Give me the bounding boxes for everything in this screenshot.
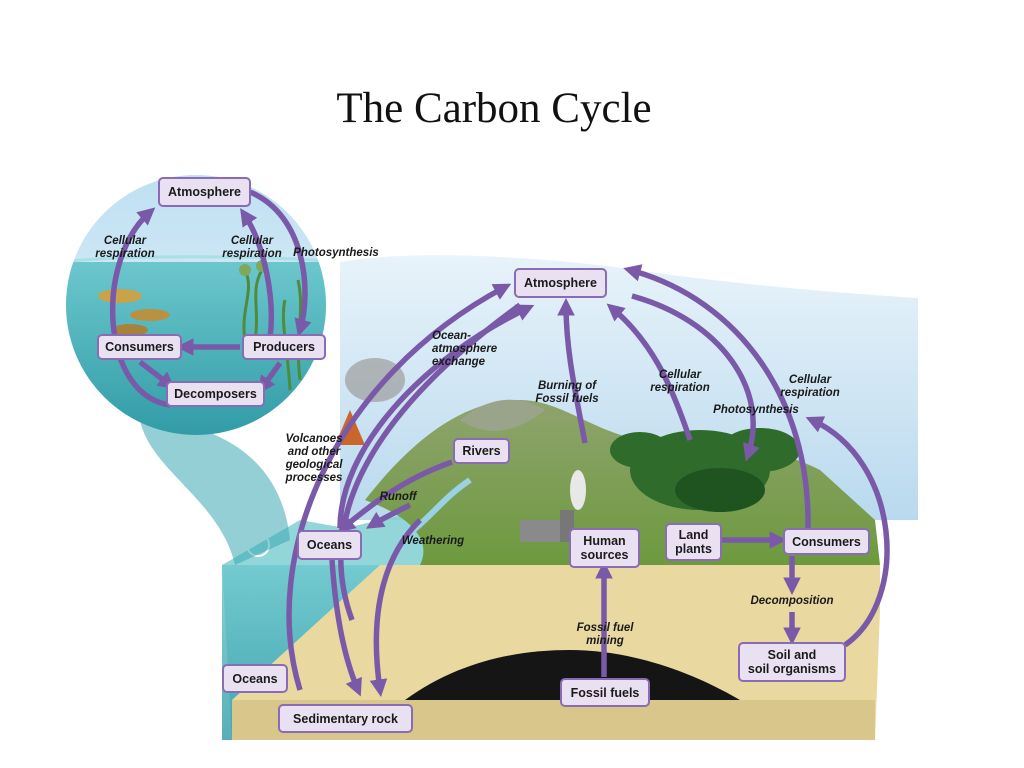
fossil-fuels-node: Fossil fuels	[560, 678, 650, 707]
arrow-atm-oceans	[337, 302, 522, 621]
inset-arrows	[109, 189, 312, 408]
inset-consumers-node: Consumers	[97, 334, 182, 360]
atmosphere-node: Atmosphere	[514, 268, 607, 298]
arrow-inset-photo	[248, 189, 312, 337]
volcanoes-label: Volcanoes and other geological processes	[285, 433, 343, 484]
runoff-label: Runoff	[379, 491, 417, 503]
photosynthesis-label: Photosynthesis	[713, 404, 799, 416]
arrow-rivers-oceans	[337, 459, 453, 533]
cellular-respiration-2-label: Cellular respiration	[780, 374, 840, 399]
sedimentary-rock-node: Sedimentary rock	[278, 704, 413, 733]
oceans-surface-node: Oceans	[297, 530, 362, 560]
arrow-soil-atm	[805, 416, 890, 648]
arrow-consumers-decomposers	[138, 359, 176, 390]
arrow-resp-plants	[606, 303, 693, 441]
weathering-label: Weathering	[401, 535, 465, 547]
burning-fossil-fuels-label: Burning of Fossil fuels	[535, 380, 599, 405]
arrow-producers-decomposers	[257, 361, 283, 394]
oceans-deep-node: Oceans	[222, 664, 288, 693]
cellular-respiration-1-label: Cellular respiration	[650, 369, 710, 394]
inset-cellular-respiration-mid-label: Cellular respiration	[222, 235, 282, 260]
arrow-resp-consumers	[623, 264, 811, 529]
fossil-fuel-mining-label: Fossil fuel mining	[576, 622, 634, 647]
rivers-node: Rivers	[453, 438, 510, 464]
human-sources-node: Human sources	[569, 528, 640, 568]
inset-producers-node: Producers	[242, 334, 326, 360]
arrow-volcano-atm	[286, 283, 512, 691]
soil-node: Soil and soil organisms	[738, 642, 846, 682]
land-plants-node: Land plants	[665, 523, 722, 561]
page-title: The Carbon Cycle	[336, 85, 652, 132]
inset-atmosphere-node: Atmosphere	[158, 177, 251, 207]
arrow-runoff	[366, 502, 412, 529]
arrow-burning	[557, 297, 588, 444]
consumers-node: Consumers	[783, 528, 870, 555]
inset-photosynthesis-label: Photosynthesis	[293, 247, 379, 259]
arrow-weathering	[369, 518, 422, 697]
ocean-atmosphere-exchange-label: Ocean- atmosphere exchange	[432, 330, 498, 368]
arrow-inset-resp-left	[109, 207, 171, 408]
arrow-photosynthesis	[631, 293, 760, 462]
inset-scene	[66, 175, 326, 565]
main-arrows	[286, 264, 890, 697]
arrow-inset-resp-mid	[240, 208, 275, 339]
inset-cellular-respiration-left-label: Cellular respiration	[95, 235, 155, 260]
decomposition-label: Decomposition	[750, 595, 834, 607]
arrow-oceans-sed	[329, 559, 362, 697]
inset-decomposers-node: Decomposers	[166, 381, 265, 407]
